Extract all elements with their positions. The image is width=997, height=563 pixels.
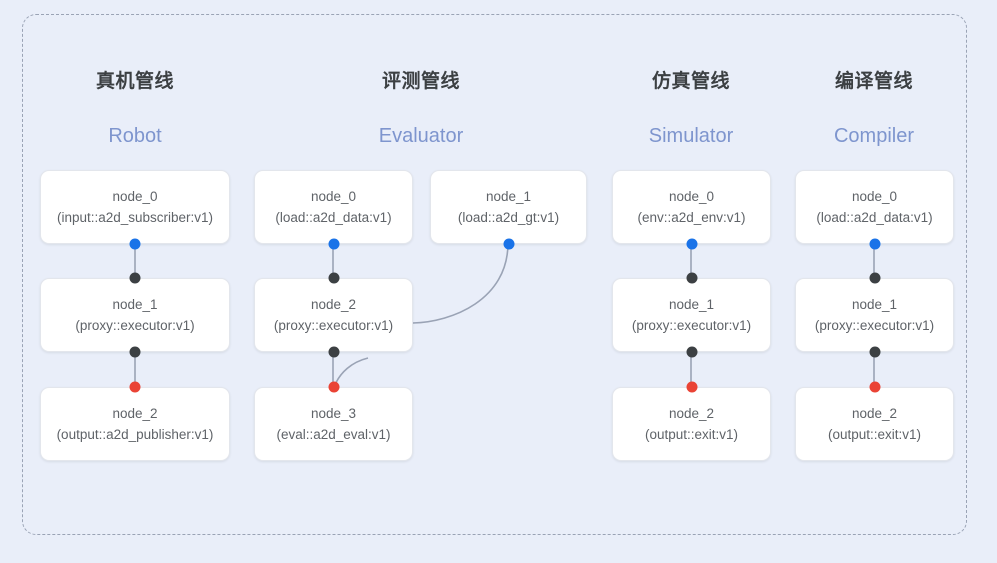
node-type-label: (proxy::executor:v1) xyxy=(814,317,935,333)
column-subtitle-compiler: Compiler xyxy=(833,125,915,147)
column-subtitle-simulator: Simulator xyxy=(648,125,734,147)
node-box-comp-node-0[interactable]: node_0(load::a2d_data:v1) xyxy=(795,170,954,244)
port-mid-top-dot[interactable] xyxy=(869,272,880,284)
node-type-label: (proxy::executor:v1) xyxy=(273,317,394,333)
node-box-comp-node-2[interactable]: node_2(output::exit:v1) xyxy=(795,387,954,461)
node-type-label: (proxy::executor:v1) xyxy=(75,317,195,333)
node-type-label: (output::exit:v1) xyxy=(827,426,922,442)
node-box-eval-node-0[interactable]: node_0(load::a2d_data:v1) xyxy=(254,170,413,244)
node-name-label: node_1 xyxy=(112,296,158,312)
node-box-eval-node-2[interactable]: node_2(proxy::executor:v1) xyxy=(254,278,413,352)
node-name-label: node_2 xyxy=(851,405,898,421)
node-box-sim-node-0[interactable]: node_0(env::a2d_env:v1) xyxy=(612,170,771,244)
column-title-compiler: 编译管线 xyxy=(834,71,914,92)
column-subtitle-robot: Robot xyxy=(108,125,162,147)
node-box-sim-node-2[interactable]: node_2(output::exit:v1) xyxy=(612,387,771,461)
node-name-label: node_1 xyxy=(485,188,532,204)
column-title-robot: 真机管线 xyxy=(95,71,175,92)
column-title-simulator: 仿真管线 xyxy=(651,71,731,92)
node-box-comp-node-1[interactable]: node_1(proxy::executor:v1) xyxy=(795,278,954,352)
node-box-robot-node-0[interactable]: node_0(input::a2d_subscriber:v1) xyxy=(40,170,230,244)
node-box-robot-node-1[interactable]: node_1(proxy::executor:v1) xyxy=(40,278,230,352)
node-type-label: (output::exit:v1) xyxy=(644,426,739,442)
column-title-evaluator: 评测管线 xyxy=(381,71,461,92)
node-name-label: node_2 xyxy=(310,296,357,312)
port-out-top-dot[interactable] xyxy=(686,381,697,393)
port-out-top-dot[interactable] xyxy=(869,381,880,393)
node-name-label: node_3 xyxy=(310,405,357,421)
port-in-bottom-dot[interactable] xyxy=(129,238,141,250)
node-name-label: node_0 xyxy=(851,188,898,204)
column-subtitle-evaluator: Evaluator xyxy=(378,125,464,147)
port-mid-top-dot[interactable] xyxy=(328,272,339,284)
node-type-label: (input::a2d_subscriber:v1) xyxy=(56,209,214,225)
port-mid-bottom-dot[interactable] xyxy=(686,346,697,358)
node-name-label: node_2 xyxy=(112,405,158,421)
node-type-label: (load::a2d_data:v1) xyxy=(275,209,392,225)
edge-eval-e4 xyxy=(333,357,369,388)
port-out-top-dot[interactable] xyxy=(129,381,141,393)
port-mid-bottom-dot[interactable] xyxy=(869,346,880,358)
node-box-robot-node-2[interactable]: node_2(output::a2d_publisher:v1) xyxy=(40,387,230,461)
port-mid-bottom-dot[interactable] xyxy=(328,346,339,358)
node-name-label: node_2 xyxy=(668,405,715,421)
port-in-bottom-dot[interactable] xyxy=(869,238,880,250)
node-name-label: node_0 xyxy=(310,188,357,204)
node-type-label: (output::a2d_publisher:v1) xyxy=(56,426,214,442)
port-mid-top-dot[interactable] xyxy=(686,272,697,284)
node-name-label: node_0 xyxy=(668,188,715,204)
node-box-sim-node-1[interactable]: node_1(proxy::executor:v1) xyxy=(612,278,771,352)
port-mid-bottom-dot[interactable] xyxy=(129,346,141,358)
node-type-label: (load::a2d_gt:v1) xyxy=(457,209,560,225)
node-name-label: node_0 xyxy=(112,188,158,204)
node-type-label: (env::a2d_env:v1) xyxy=(637,209,746,225)
port-out-top-dot[interactable] xyxy=(328,381,339,393)
edge-eval-e3 xyxy=(412,242,509,324)
port-mid-top-dot[interactable] xyxy=(129,272,141,284)
node-type-label: (load::a2d_data:v1) xyxy=(816,209,933,225)
node-name-label: node_1 xyxy=(851,296,898,312)
port-in-bottom-dot[interactable] xyxy=(328,238,339,250)
node-box-eval-node-3[interactable]: node_3(eval::a2d_eval:v1) xyxy=(254,387,413,461)
node-box-eval-node-1[interactable]: node_1(load::a2d_gt:v1) xyxy=(430,170,587,244)
port-in-bottom-dot[interactable] xyxy=(503,238,514,250)
node-type-label: (eval::a2d_eval:v1) xyxy=(276,426,391,442)
node-type-label: (proxy::executor:v1) xyxy=(631,317,752,333)
node-name-label: node_1 xyxy=(668,296,715,312)
port-in-bottom-dot[interactable] xyxy=(686,238,697,250)
